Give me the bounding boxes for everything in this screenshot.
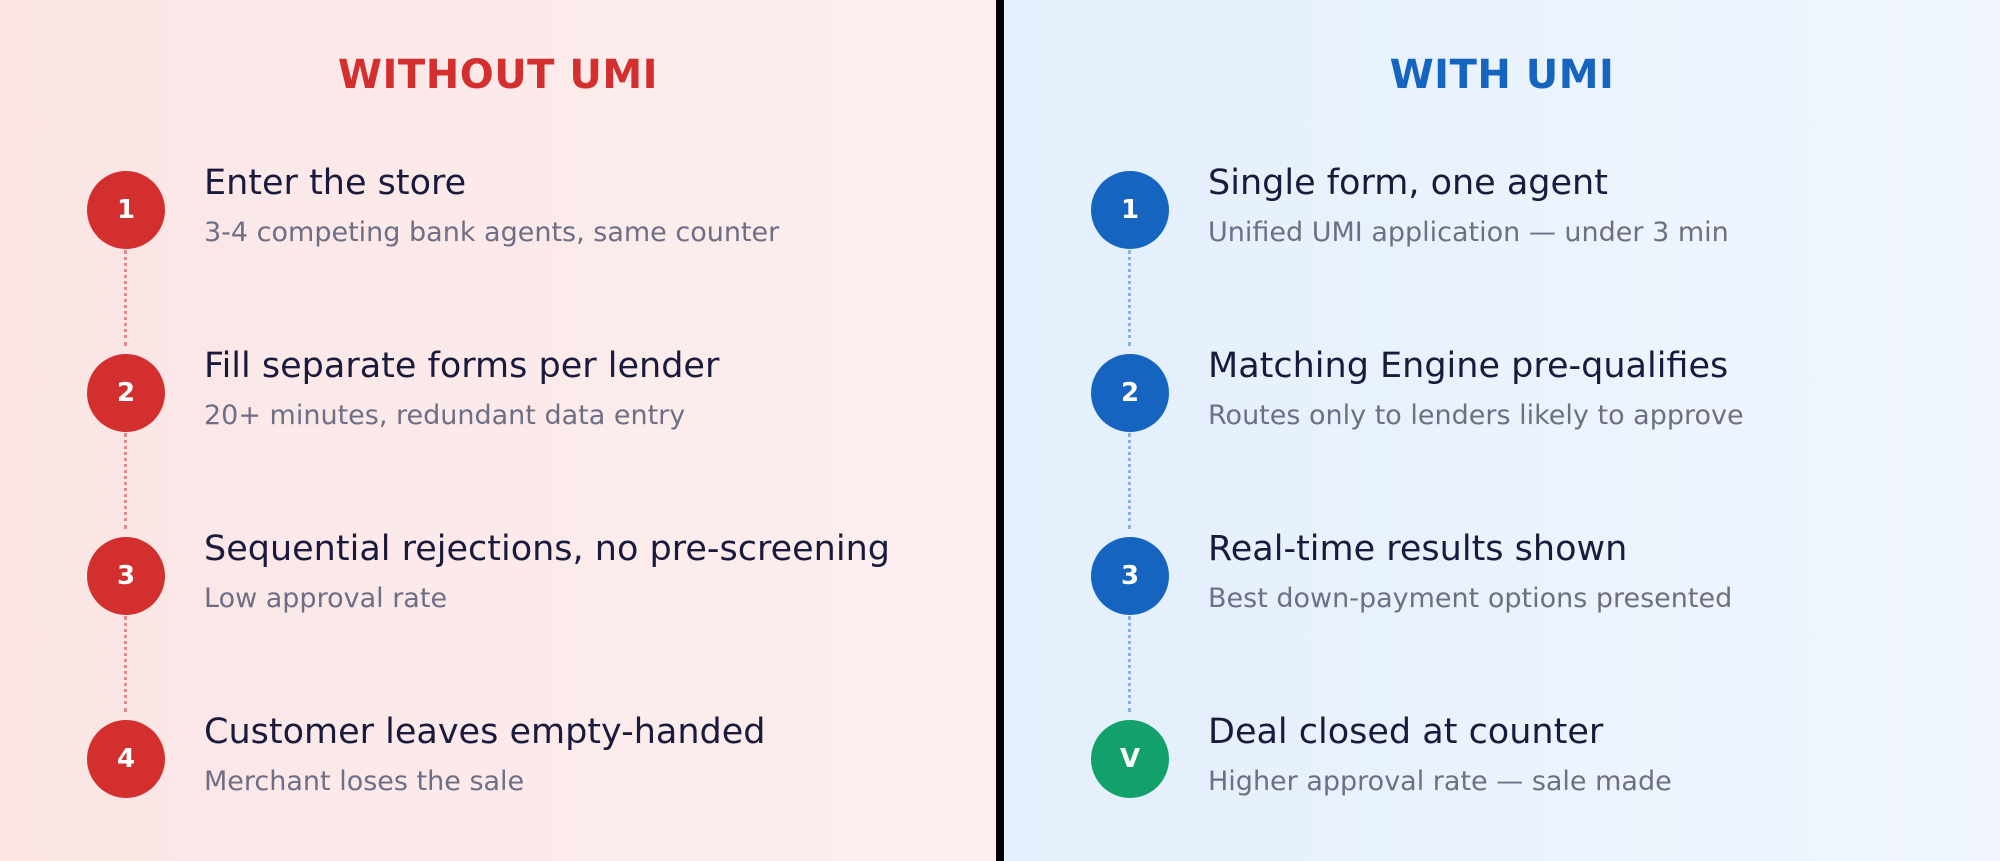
step-title: Sequential rejections, no pre-screening <box>204 529 890 569</box>
with-step-2: 2 Matching Engine pre-qualifies Routes o… <box>1004 346 2000 474</box>
step-title: Enter the store <box>204 163 467 203</box>
step-description: Higher approval rate — sale made <box>1208 766 1672 797</box>
step-title: Fill separate forms per lender <box>204 346 720 386</box>
step-number-badge: 2 <box>1091 354 1169 432</box>
step-connector <box>124 250 127 346</box>
step-title: Matching Engine pre-qualifies <box>1208 346 1729 386</box>
without-step-1: 1 Enter the store 3-4 competing bank age… <box>0 163 996 291</box>
step-connector <box>1128 616 1131 712</box>
step-number-badge: 3 <box>87 537 165 615</box>
step-title: Deal closed at counter <box>1208 712 1604 752</box>
without-umi-panel: WITHOUT UMI 1 Enter the store 3-4 compet… <box>0 0 996 861</box>
with-umi-title: WITH UMI <box>1389 52 1615 98</box>
without-step-3: 3 Sequential rejections, no pre-screenin… <box>0 529 996 657</box>
step-title: Single form, one agent <box>1208 163 1608 203</box>
step-title: Real-time results shown <box>1208 529 1628 569</box>
step-number-badge: 4 <box>87 720 165 798</box>
with-step-1: 1 Single form, one agent Unified UMI app… <box>1004 163 2000 291</box>
step-description: 3-4 competing bank agents, same counter <box>204 217 780 248</box>
step-title: Customer leaves empty-handed <box>204 712 766 752</box>
step-description: Low approval rate <box>204 583 448 614</box>
without-step-4: 4 Customer leaves empty-handed Merchant … <box>0 712 996 840</box>
check-badge-icon: V <box>1091 720 1169 798</box>
step-description: Routes only to lenders likely to approve <box>1208 400 1744 431</box>
step-number-badge: 1 <box>1091 171 1169 249</box>
step-connector <box>124 433 127 529</box>
step-connector <box>124 616 127 712</box>
step-description: Best down-payment options presented <box>1208 583 1733 614</box>
without-step-2: 2 Fill separate forms per lender 20+ min… <box>0 346 996 474</box>
step-description: Unified UMI application — under 3 min <box>1208 217 1729 248</box>
step-number-badge: 3 <box>1091 537 1169 615</box>
with-step-4: V Deal closed at counter Higher approval… <box>1004 712 2000 840</box>
step-number-badge: 1 <box>87 171 165 249</box>
step-number-badge: 2 <box>87 354 165 432</box>
step-connector <box>1128 250 1131 346</box>
step-description: Merchant loses the sale <box>204 766 525 797</box>
step-description: 20+ minutes, redundant data entry <box>204 400 686 431</box>
with-step-3: 3 Real-time results shown Best down-paym… <box>1004 529 2000 657</box>
step-connector <box>1128 433 1131 529</box>
panel-divider <box>996 0 1004 861</box>
without-umi-title: WITHOUT UMI <box>337 52 659 98</box>
with-umi-panel: WITH UMI 1 Single form, one agent Unifie… <box>1004 0 2000 861</box>
